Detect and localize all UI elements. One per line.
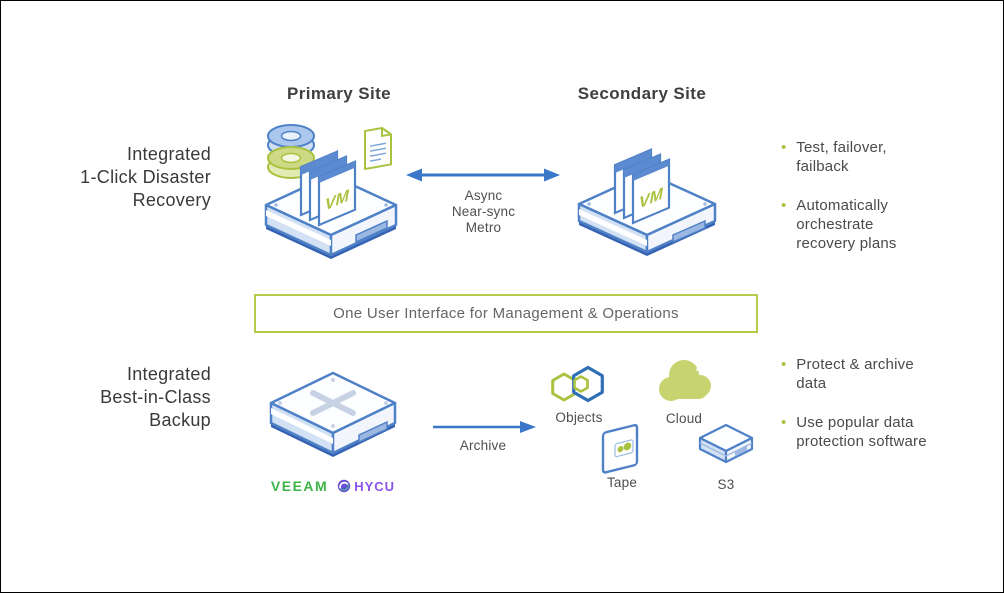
disaster-recovery-row-label: Integrated 1-Click Disaster Recovery xyxy=(80,144,211,210)
s3-label: S3 xyxy=(717,477,735,492)
hycu-logo-text: HYCU xyxy=(354,478,396,494)
management-banner: One User Interface for Management & Oper… xyxy=(254,294,758,333)
list-item: • Test, failover, failback xyxy=(781,138,991,176)
list-item: • Automatically orchestrate recovery pla… xyxy=(781,196,991,253)
vm-stack-icon: VM xyxy=(299,150,357,227)
bullet-icon: • xyxy=(781,356,787,373)
veeam-logo: veeam xyxy=(270,478,329,494)
archive-arrow-icon xyxy=(433,421,536,433)
bullet-icon: • xyxy=(781,197,787,214)
bullet-icon: • xyxy=(781,414,787,431)
hycu-logo-icon xyxy=(338,479,351,493)
bullet-text: Use popular data protection software xyxy=(796,414,927,450)
replication-modes-label: Async Near-sync Metro xyxy=(451,188,516,235)
list-item: • Use popular data protection software xyxy=(781,413,996,451)
primary-site-title: Primary Site xyxy=(286,84,392,103)
vendor-logos: veeam HYCU xyxy=(263,477,403,495)
bullet-icon: • xyxy=(781,139,787,156)
vm-stack-icon: VM xyxy=(613,148,671,225)
s3-icon xyxy=(698,423,754,464)
bullet-text: Test, failover, failback xyxy=(796,139,887,175)
primary-site-appliance-icon: VM xyxy=(264,124,398,259)
cloud-icon xyxy=(659,360,711,401)
secondary-site-title: Secondary Site xyxy=(577,84,707,103)
bullet-text: Automatically orchestrate recovery plans xyxy=(796,197,897,252)
document-icon xyxy=(364,126,392,171)
hycu-logo: HYCU xyxy=(337,479,395,494)
banner-label: One User Interface for Management & Oper… xyxy=(333,305,679,322)
tape-icon xyxy=(601,423,639,474)
replication-arrow-icon xyxy=(406,168,560,182)
archive-arrow-label: Archive xyxy=(459,438,507,453)
dr-benefits-list: • Test, failover, failback • Automatical… xyxy=(781,138,991,253)
objects-label: Objects xyxy=(555,410,603,425)
x-mark-icon xyxy=(310,390,356,416)
cloud-label: Cloud xyxy=(665,411,703,426)
backup-appliance-icon xyxy=(269,371,397,457)
objects-hexagons-icon xyxy=(551,365,604,403)
storage-appliance-icon xyxy=(577,171,717,256)
list-item: • Protect & archive data xyxy=(781,355,996,393)
secondary-site-appliance-icon: VM xyxy=(577,148,717,256)
backup-benefits-list: • Protect & archive data • Use popular d… xyxy=(781,355,996,451)
tape-label: Tape xyxy=(606,475,638,490)
backup-row-label: Integrated Best-in-Class Backup xyxy=(100,364,211,430)
bullet-text: Protect & archive data xyxy=(796,356,914,392)
